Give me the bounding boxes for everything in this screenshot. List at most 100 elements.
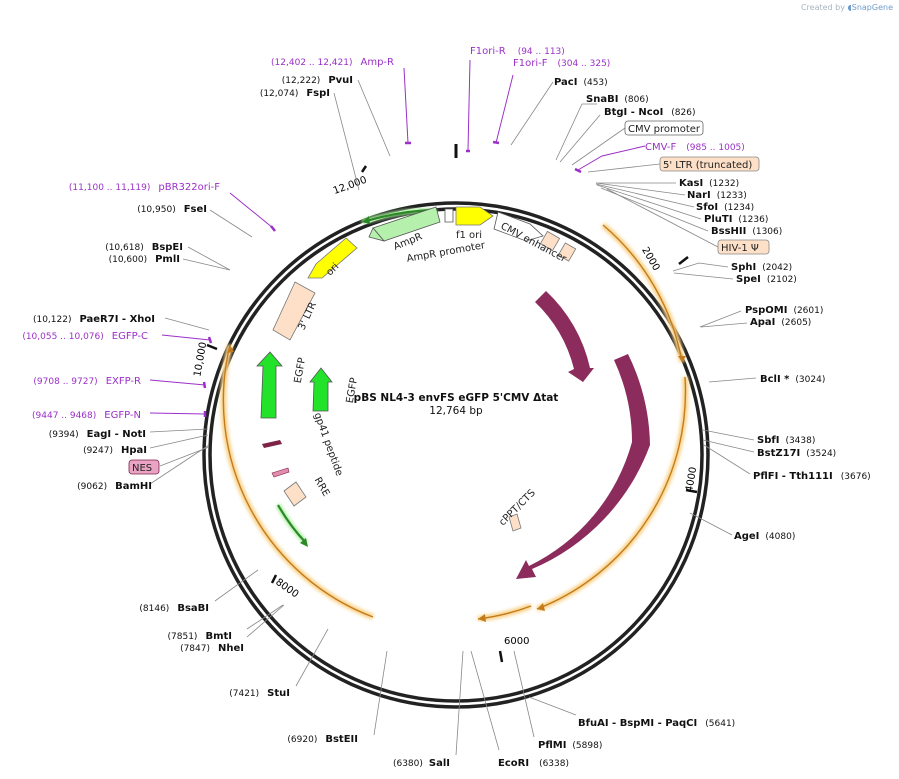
enzyme-name: NheI	[218, 643, 244, 654]
egfp1-arrow[interactable]	[256, 351, 283, 419]
svg-text:(6380)SalI: (6380)SalI	[393, 758, 450, 769]
f1-ori-arrow[interactable]	[455, 206, 494, 226]
primer-name: CMV-F	[645, 142, 676, 153]
rre-label: RRE	[312, 475, 332, 498]
cmv-enhancer-arrow[interactable]	[493, 211, 544, 242]
enzyme-name: PspOMI	[745, 305, 787, 316]
gp41-label: gp41 peptide	[311, 411, 344, 477]
enzyme-name: BfuAI	[578, 718, 609, 729]
svg-text:PflFI - Tth111I(3676): PflFI - Tth111I(3676)	[753, 471, 871, 482]
enzyme-name: NarI	[687, 190, 711, 201]
enzyme-pos: (3676)	[841, 472, 871, 482]
hiv-psi-box[interactable]	[717, 239, 770, 255]
primer-name: F1ori-F	[513, 58, 548, 69]
primer-name: EGFP-N	[104, 410, 141, 421]
svg-text:F1ori-R(94 .. 113): F1ori-R(94 .. 113)	[470, 46, 565, 57]
enzyme-name: BstZ17I	[757, 448, 800, 459]
enzyme-name: EcoRI	[498, 758, 529, 769]
enzyme-pos: (1236)	[738, 215, 768, 225]
tick-mark	[206, 343, 218, 351]
svg-text:(10,950)FseI: (10,950)FseI	[137, 204, 207, 215]
rre-box[interactable]	[283, 481, 307, 507]
tick-mark	[678, 256, 689, 265]
primer-range: (12,402 .. 12,421)	[271, 58, 352, 68]
enzyme-pos: (1232)	[709, 179, 739, 189]
primer-range: (304 .. 325)	[557, 59, 610, 69]
primer-name: EXFP-R	[106, 376, 141, 387]
svg-text:SpeI(2102): SpeI(2102)	[736, 274, 797, 285]
enzyme-pos: (806)	[624, 95, 648, 105]
svg-text:(7847)NheI: (7847)NheI	[180, 643, 244, 654]
svg-text:NarI(1233): NarI (1233)	[687, 190, 747, 201]
svg-text:(8146)BsaBI: (8146)BsaBI	[139, 603, 209, 614]
enzyme-pos: (9247)	[83, 446, 113, 456]
tick-mark	[498, 650, 504, 663]
enzyme-pos: (3524)	[806, 449, 836, 459]
svg-text:F1ori-F(304 .. 325): F1ori-F (304 .. 325)	[513, 58, 610, 69]
enzyme-pos: (5898)	[572, 741, 602, 751]
ltr5-box[interactable]	[659, 156, 760, 172]
tick-mark	[685, 488, 698, 494]
svg-text:(12,074)FspI: (12,074)FspI	[260, 88, 330, 99]
enzyme-pos: (1306)	[752, 227, 782, 237]
primer-range: (985 .. 1005)	[686, 143, 745, 153]
snapgene-logo-icon: ◖	[847, 3, 852, 12]
tick-label: 6000	[504, 636, 529, 647]
primer-name: Amp-R	[361, 57, 395, 68]
tick-mark	[270, 574, 278, 584]
enzyme-name: BspEI	[152, 242, 183, 253]
cppt-box	[508, 513, 522, 532]
svg-text:(10,618)BspEI: (10,618) BspEI	[105, 242, 183, 253]
orange-feature-arcs	[220, 222, 689, 622]
svg-text:(9062)BamHI: (9062)BamHI	[77, 481, 152, 492]
enzyme-name: NcoI	[638, 107, 663, 118]
svg-text:SnaBI(806): SnaBI(806)	[586, 94, 649, 105]
enzyme-pos: (6380)	[393, 759, 423, 769]
enzyme-name: StuI	[267, 688, 290, 699]
enzyme-pos: (2102)	[767, 275, 797, 285]
enzyme-name: FseI	[184, 204, 207, 215]
hiv-psi-label: HIV-1 Ψ	[721, 243, 759, 254]
enzyme-name: BmtI	[205, 631, 232, 642]
enzyme-labels: PacI(453) SnaBI(806) BtgI - NcoI(826) Ka…	[498, 77, 871, 769]
svg-text:BstZ17I(3524): BstZ17I (3524)	[757, 448, 836, 459]
gag-arrow[interactable]	[535, 291, 594, 382]
enzyme-pos: (3024)	[795, 375, 825, 385]
egfp2-arrow[interactable]	[309, 367, 333, 412]
enzyme-name: PmlI	[155, 254, 180, 265]
enzyme-name: BtgI	[604, 107, 627, 118]
svg-text:BclI *(3024): BclI *(3024)	[760, 374, 825, 385]
f1-ori-label: f1 ori	[456, 230, 482, 241]
enzyme-name: BamHI	[115, 481, 152, 492]
inside-features	[256, 206, 650, 579]
ampr-promoter-arrow[interactable]	[444, 208, 454, 223]
enzyme-pos: (2605)	[781, 318, 811, 328]
enzyme-pos: (12,074)	[260, 89, 299, 99]
psi-inner-box	[557, 242, 577, 262]
enzyme-name: PvuI	[328, 75, 353, 86]
cmv-promoter-label: CMV promoter	[628, 124, 701, 135]
enzyme-name: ApaI	[750, 317, 775, 328]
svg-text:(9708 .. 9727)EXFP-R: (9708 .. 9727) EXFP-R	[33, 376, 141, 387]
enzyme-pos: (10,618)	[105, 243, 144, 253]
svg-text:(9394)EagI - NotI: (9394)EagI - NotI	[49, 429, 146, 440]
pol-arrow[interactable]	[516, 354, 650, 579]
primer-range: (9708 .. 9727)	[33, 377, 97, 387]
primer-range: (9447 .. 9468)	[32, 411, 96, 421]
svg-text:KasI(1232): KasI(1232)	[679, 178, 739, 189]
enzyme-name: SphI	[731, 262, 756, 273]
nes-box[interactable]	[128, 459, 160, 475]
svg-text:(10,600)PmlI: (10,600)PmlI	[109, 254, 180, 265]
svg-text:BtgI - NcoI(826): BtgI - NcoI(826)	[604, 107, 696, 118]
ori-arrow[interactable]	[307, 237, 358, 279]
primer-range: (94 .. 113)	[518, 47, 565, 57]
enzyme-pos: (1233)	[717, 191, 747, 201]
enzyme-name: SfoI	[696, 202, 718, 213]
enzyme-name: XhoI	[130, 314, 155, 325]
primer-labels: (12,402 .. 12,421) Amp-R F1ori-R(94 .. 11…	[22, 46, 744, 421]
ltr3-box[interactable]	[272, 281, 316, 341]
enzyme-name: PaqCI	[665, 718, 697, 729]
enzyme-name: BstEII	[325, 734, 358, 745]
cmv-promoter-box[interactable]	[624, 120, 704, 136]
